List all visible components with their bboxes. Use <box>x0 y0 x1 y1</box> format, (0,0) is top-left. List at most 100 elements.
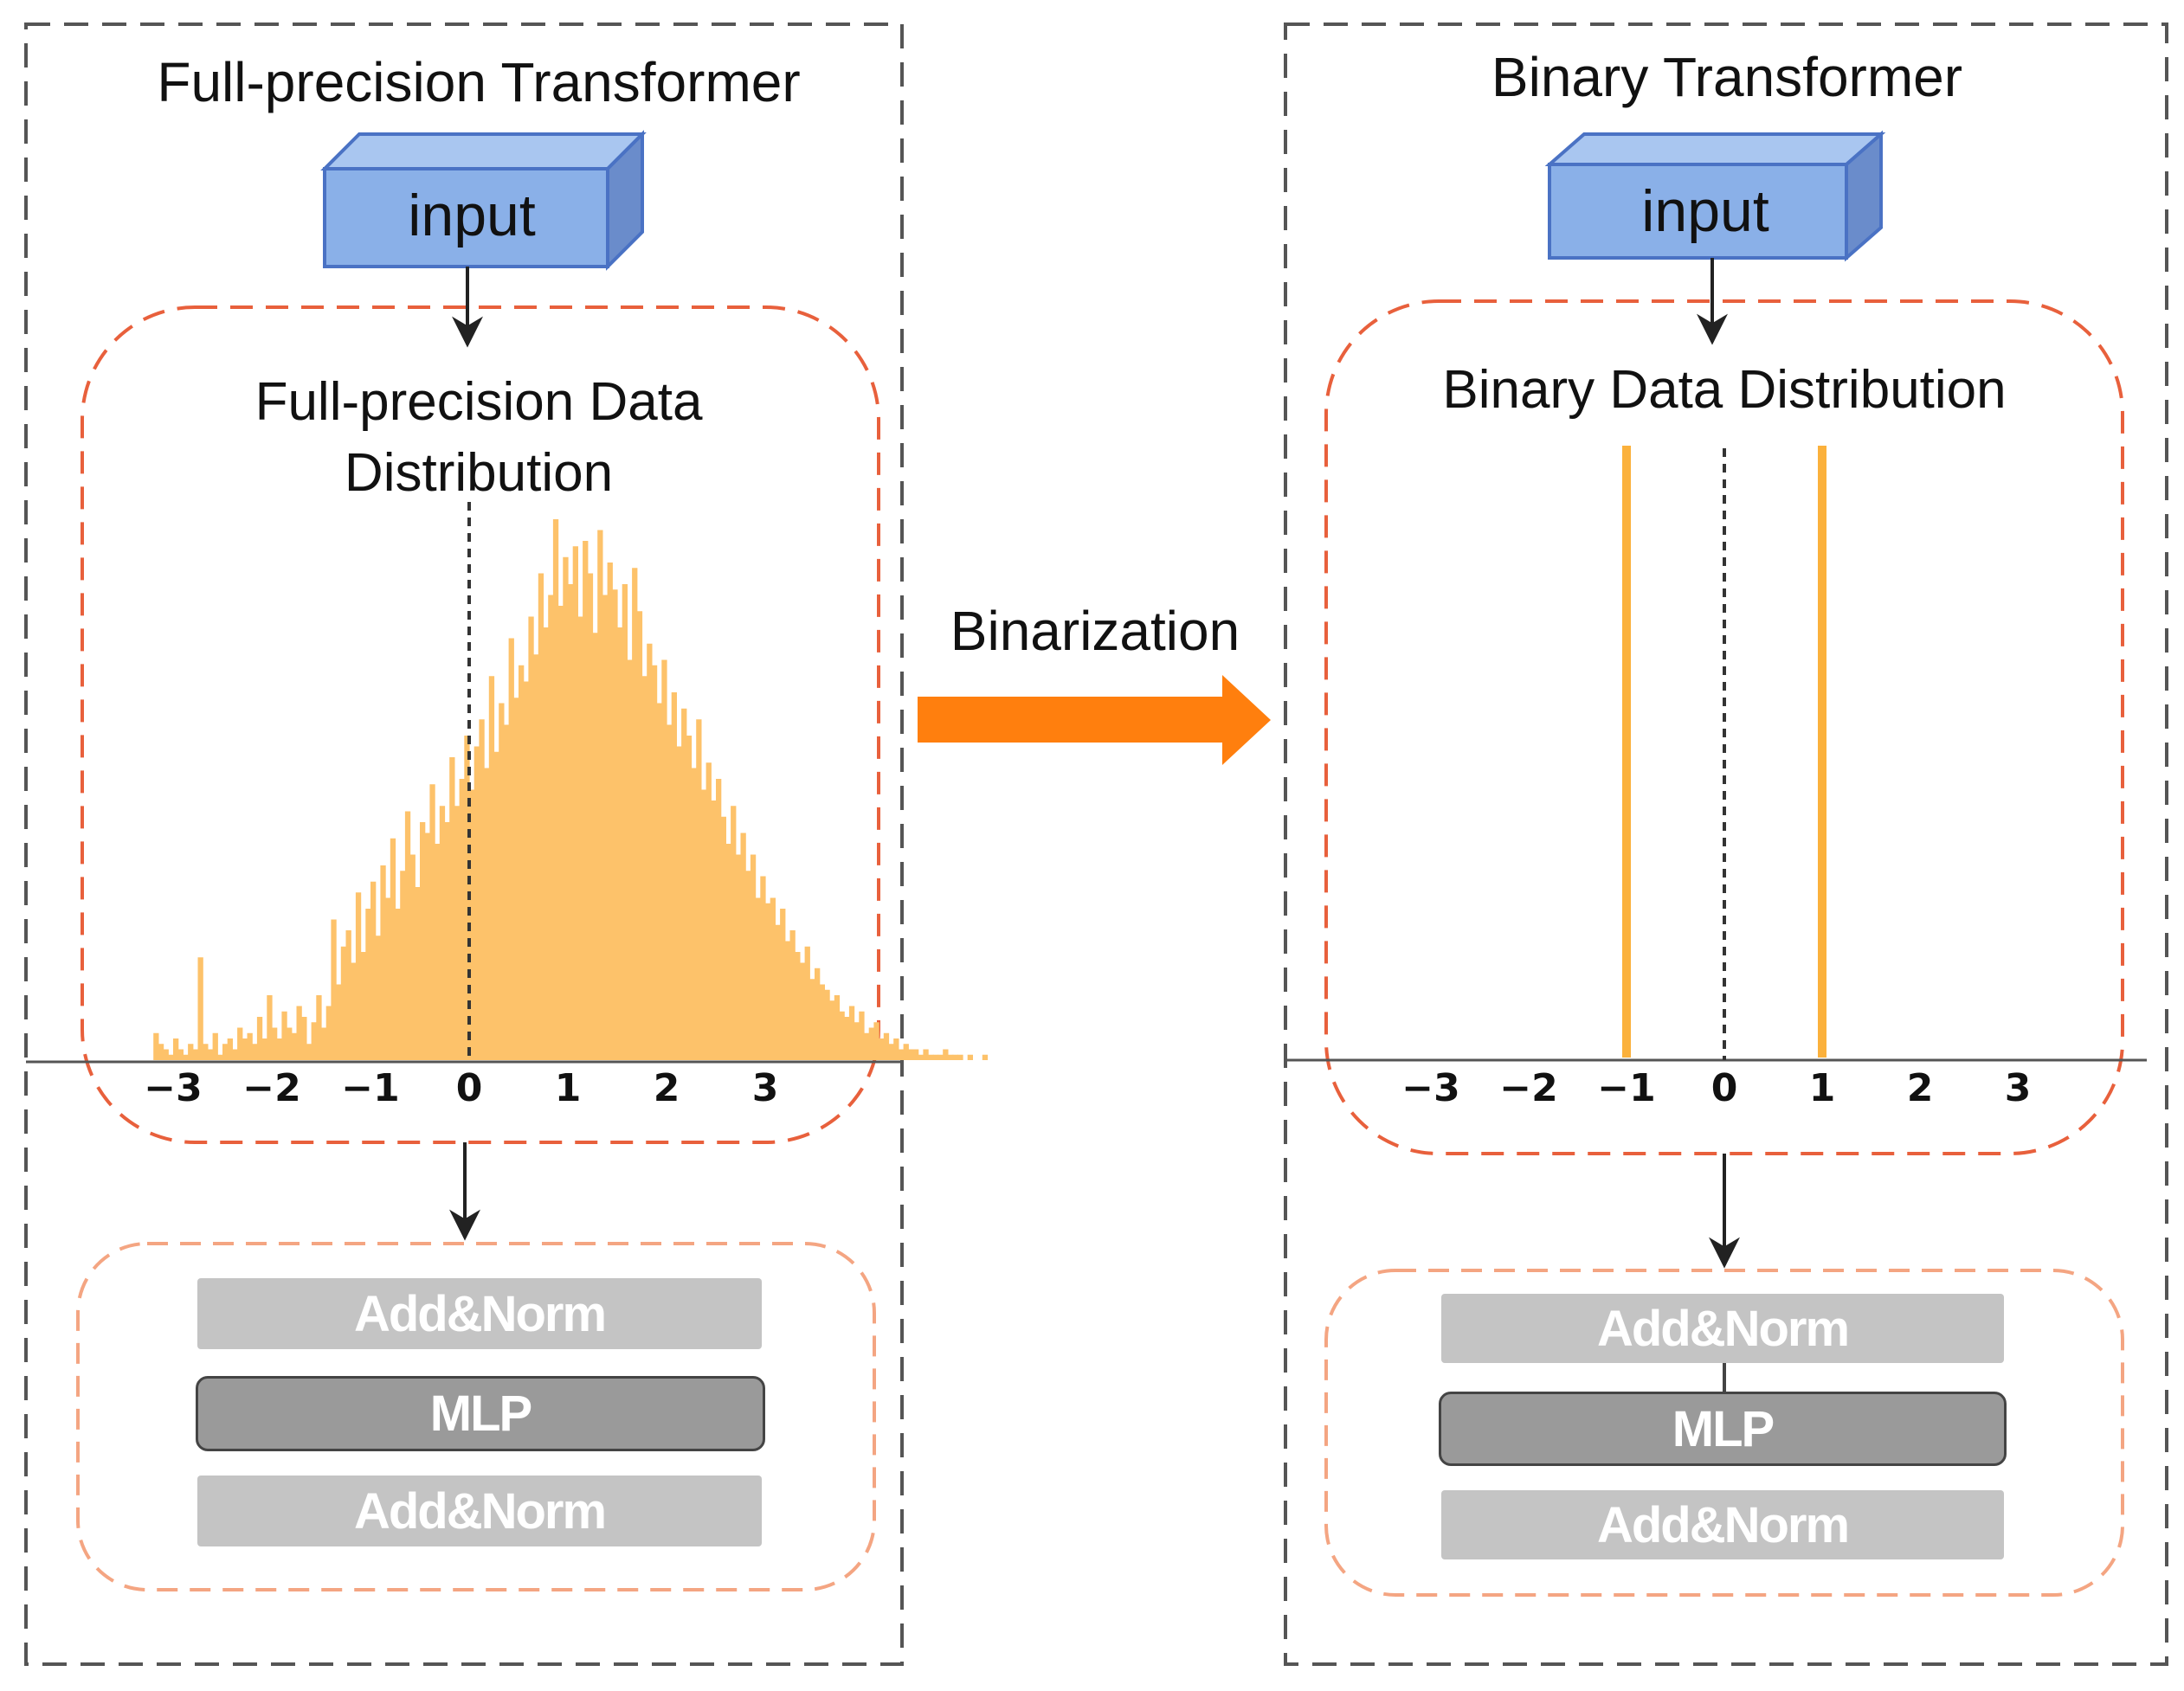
histogram-bin <box>237 1027 243 1060</box>
left-mlp-block: MLP <box>196 1376 765 1451</box>
right-distribution-region <box>1324 299 2124 1155</box>
histogram-bin <box>548 595 554 1060</box>
histogram-bin <box>731 806 737 1060</box>
left-panel-frame <box>24 23 904 1666</box>
histogram-bin <box>848 1006 855 1060</box>
right-binary-bars <box>1622 446 1826 1058</box>
histogram-bin <box>632 568 638 1060</box>
left-distribution-title-line2: Distribution <box>344 443 614 503</box>
left-panel-title: Full-precision Transformer <box>157 51 801 113</box>
histogram-bin <box>602 595 609 1060</box>
histogram-bin <box>750 854 757 1060</box>
histogram-bin <box>676 746 682 1060</box>
histogram-bin <box>839 1011 845 1060</box>
left-addnorm-top-block: Add&Norm <box>197 1278 762 1349</box>
histogram-bin <box>409 854 416 1060</box>
histogram-bin <box>281 1011 287 1060</box>
histogram-bin <box>474 746 480 1060</box>
binarization-label: Binarization <box>950 600 1240 662</box>
histogram-bin <box>207 1049 214 1060</box>
histogram-bin <box>499 703 505 1060</box>
histogram-bin <box>247 1032 253 1060</box>
histogram-bin <box>720 816 726 1060</box>
tick-label: 2 <box>653 1066 680 1110</box>
histogram-bin <box>375 936 381 1060</box>
histogram-bin <box>903 1044 909 1060</box>
histogram-bin <box>287 1027 293 1060</box>
histogram-bin <box>789 930 796 1060</box>
histogram-bin <box>932 1054 939 1060</box>
binary-bar <box>1622 446 1631 1058</box>
histogram-bin <box>355 892 362 1060</box>
histogram-bin <box>700 789 707 1060</box>
histogram-bin <box>898 1049 905 1060</box>
left-histogram <box>153 519 989 1060</box>
histogram-bin <box>261 1038 267 1060</box>
histogram-bin <box>479 719 485 1060</box>
histogram-bin <box>844 1017 850 1060</box>
histogram-bin <box>622 584 628 1060</box>
histogram-bin <box>755 897 761 1060</box>
histogram-bin <box>696 719 702 1060</box>
histogram-bin <box>513 698 519 1060</box>
histogram-bin <box>617 627 623 1060</box>
histogram-bin <box>735 854 742 1060</box>
histogram-bin <box>873 1022 879 1060</box>
histogram-bin <box>519 665 525 1060</box>
histogram-bin <box>612 589 618 1060</box>
histogram-bin <box>760 876 766 1060</box>
histogram-bin <box>188 1044 194 1060</box>
left-distribution-title-line1: Full-precision Data <box>254 372 703 432</box>
histogram-bin <box>420 822 426 1060</box>
histogram-bin <box>153 1032 159 1060</box>
right-mlp-block: MLP <box>1439 1392 2007 1466</box>
histogram-bin <box>711 800 717 1060</box>
histogram-bin <box>385 897 391 1060</box>
histogram-bin <box>587 573 594 1060</box>
histogram-bin <box>336 984 342 1060</box>
histogram-bin <box>952 1054 958 1060</box>
binarization-arrow <box>918 675 1271 765</box>
histogram-bin <box>809 979 815 1060</box>
tick-label: 3 <box>2004 1066 2032 1110</box>
histogram-bin <box>671 692 677 1060</box>
histogram-bin <box>439 806 446 1060</box>
histogram-bin <box>503 724 510 1060</box>
histogram-bin <box>957 1054 963 1060</box>
histogram-bin <box>834 995 841 1060</box>
histogram-bin <box>203 1044 209 1060</box>
histogram-bin <box>815 968 821 1060</box>
tick-label: 0 <box>455 1066 483 1110</box>
histogram-bin <box>217 1054 223 1060</box>
histogram-bin <box>775 924 781 1060</box>
histogram-bin <box>799 962 806 1060</box>
histogram-bin <box>765 903 771 1060</box>
histogram-bin <box>557 606 564 1060</box>
tick-label: −2 <box>242 1066 301 1110</box>
histogram-bin <box>686 736 693 1060</box>
histogram-bin <box>572 546 578 1060</box>
histogram-bin <box>365 909 371 1060</box>
tick-label: −2 <box>1499 1066 1558 1110</box>
histogram-bin <box>784 941 791 1060</box>
histogram-bin <box>400 871 406 1060</box>
histogram-bin <box>552 519 559 1060</box>
histogram-bin <box>829 1000 835 1060</box>
histogram-bin <box>351 962 357 1060</box>
histogram-bin <box>311 1022 317 1060</box>
histogram-bin <box>267 995 273 1060</box>
histogram-bin <box>469 789 475 1060</box>
histogram-bin <box>177 1049 184 1060</box>
left-block-region <box>76 1242 876 1591</box>
histogram-bin <box>824 989 830 1060</box>
tick-label: 2 <box>1906 1066 1934 1110</box>
histogram-bin <box>923 1049 929 1060</box>
histogram-bin <box>197 957 203 1060</box>
right-addnorm-top-block: Add&Norm <box>1441 1294 2004 1363</box>
right-panel-title: Binary Transformer <box>1491 46 1963 108</box>
histogram-bin <box>656 703 662 1060</box>
histogram-bin <box>528 616 534 1060</box>
histogram-bin <box>879 1038 885 1060</box>
histogram-bin <box>306 1044 312 1060</box>
histogram-bin <box>488 676 495 1060</box>
